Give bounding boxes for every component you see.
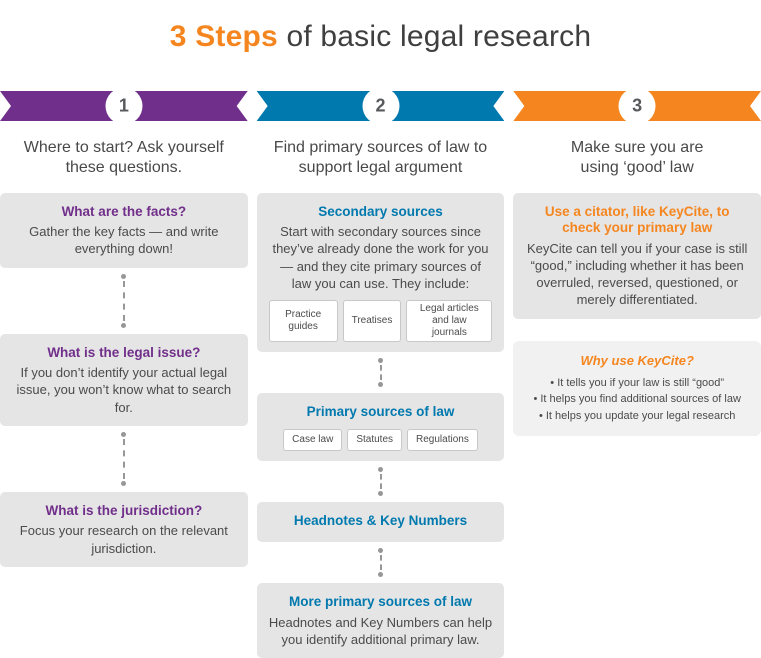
step-number-badge: 2 <box>362 87 399 125</box>
box-why-keycite: Why use KeyCite? It tells you if your la… <box>513 340 761 437</box>
step-number: 2 <box>375 95 386 116</box>
connector-dot <box>378 358 383 364</box>
column-step-3: 3 Make sure you are using ‘good’ law Use… <box>513 87 761 658</box>
connector-line <box>379 473 382 489</box>
box-body: KeyCite can tell you if your case is sti… <box>526 240 748 308</box>
box-heading: Use a citator, like KeyCite, to check yo… <box>544 203 730 236</box>
dashed-connector <box>378 358 383 388</box>
connector-dot <box>121 431 127 437</box>
chip-practice-guides: Practice guides <box>268 300 338 343</box>
dashed-connector <box>121 431 127 486</box>
connector-dot <box>121 273 127 279</box>
box-more-primary-sources: More primary sources of law Headnotes an… <box>256 583 505 658</box>
box-jurisdiction: What is the jurisdiction? Focus your res… <box>0 491 248 567</box>
connector-dot <box>378 466 383 472</box>
chip-case-law: Case law <box>283 428 343 451</box>
dashed-connector <box>378 548 383 578</box>
step-number-badge: 3 <box>618 87 656 125</box>
box-heading: Secondary sources <box>318 203 443 219</box>
box-facts: What are the facts? Gather the key facts… <box>0 192 248 268</box>
column-subtitle: Find primary sources of law to support l… <box>273 139 488 177</box>
bullet-list: It tells you if your law is still “good”… <box>523 375 751 425</box>
step-number: 3 <box>632 95 643 116</box>
box-primary-sources: Primary sources of law Case law Statutes… <box>256 393 505 461</box>
title-highlight: 3 Steps <box>169 20 278 53</box>
box-body: Focus your research on the relevant juri… <box>19 523 228 556</box>
box-heading: Why use KeyCite? <box>580 352 694 368</box>
box-body: Start with secondary sources since they’… <box>272 224 489 291</box>
connector-dot <box>121 480 127 486</box>
bullet-item: It helps you find additional sources of … <box>523 391 751 408</box>
box-heading: Primary sources of law <box>306 404 455 420</box>
bullet-item: It tells you if your law is still “good” <box>523 375 751 392</box>
connector-dot <box>121 322 127 328</box>
column-step-1: 1 Where to start? Ask yourself these que… <box>0 87 248 658</box>
box-legal-issue: What is the legal issue? If you don’t id… <box>0 333 248 426</box>
box-body: Headnotes and Key Numbers can help you i… <box>268 614 493 647</box>
box-body: Gather the key facts — and write everyth… <box>29 224 219 257</box>
box-citator: Use a citator, like KeyCite, to check yo… <box>513 192 761 319</box>
dashed-connector <box>121 273 127 328</box>
connector-dot <box>378 572 383 578</box>
chip-row: Practice guides Treatises Legal articles… <box>268 300 493 343</box>
chip-statutes: Statutes <box>347 428 403 451</box>
box-secondary-sources: Secondary sources Start with secondary s… <box>256 192 505 353</box>
box-heading: What are the facts? <box>61 203 187 219</box>
step-number-badge: 1 <box>105 87 143 125</box>
chip-treatises: Treatises <box>342 300 402 343</box>
step-3-ribbon: 3 <box>513 87 761 125</box>
connector-line <box>379 555 382 571</box>
step-2-ribbon: 2 <box>257 87 505 125</box>
bullet-item: It helps you update your legal research <box>523 408 751 425</box>
box-heading: What is the jurisdiction? <box>45 502 203 518</box>
column-step-2: 2 Find primary sources of law to support… <box>256 87 505 658</box>
connector-line <box>122 438 125 479</box>
box-heading: What is the legal issue? <box>47 344 201 360</box>
page-title: 3 Steps of basic legal research <box>0 0 761 54</box>
box-headnotes: Headnotes & Key Numbers <box>256 501 505 543</box>
title-rest: of basic legal research <box>286 20 592 53</box>
connector-line <box>379 365 382 381</box>
infographic: 1 Where to start? Ask yourself these que… <box>0 87 761 658</box>
connector-dot <box>378 548 383 554</box>
box-heading: More primary sources of law <box>288 594 473 610</box>
chip-legal-articles: Legal articles and law journals <box>406 300 493 343</box>
step-1-ribbon: 1 <box>0 87 248 125</box>
connector-line <box>122 280 125 321</box>
box-heading: Headnotes & Key Numbers <box>293 512 468 528</box>
connector-dot <box>378 490 383 496</box>
box-body: If you don’t identify your actual legal … <box>16 365 232 415</box>
step-number: 1 <box>118 95 129 116</box>
chip-row: Case law Statutes Regulations <box>269 428 493 451</box>
dashed-connector <box>378 466 383 496</box>
column-subtitle: Where to start? Ask yourself these quest… <box>23 139 224 177</box>
chip-regulations: Regulations <box>407 428 478 451</box>
column-subtitle: Make sure you are using ‘good’ law <box>570 139 704 177</box>
connector-dot <box>378 382 383 388</box>
